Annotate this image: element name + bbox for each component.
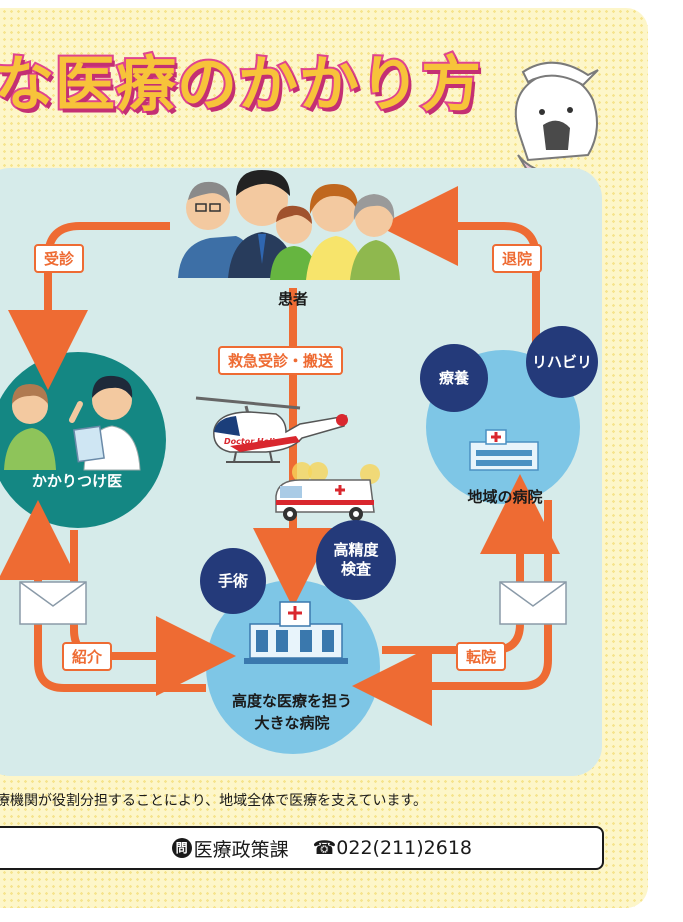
large-hospital-label-2: 大きな病院 xyxy=(254,714,330,732)
discharge-tag: 退院 xyxy=(492,244,543,273)
arrow-referral-back xyxy=(0,500,206,692)
doctor-illustration xyxy=(4,375,141,471)
consult-tag: 受診 xyxy=(34,244,85,273)
helicopter-label: Doctor Heli xyxy=(224,437,275,446)
phone-icon: ☎ xyxy=(312,837,337,859)
large-hospital-icon xyxy=(244,601,348,664)
regional-hospital-label: 地域の病院 xyxy=(467,488,543,506)
ambulance-icon xyxy=(275,462,380,521)
large-hospital-label-1: 高度な医療を担う xyxy=(231,692,352,710)
hospital-icon xyxy=(469,429,539,471)
inquiry-icon: 問 xyxy=(171,838,192,858)
transfer-tag: 転院 xyxy=(456,642,507,671)
recuperation-bubble: 療養 xyxy=(420,344,488,412)
surgery-bubble: 手術 xyxy=(200,548,266,614)
precision-exam-bubble: 高精度 検査 xyxy=(316,520,396,600)
referral-tag: 紹介 xyxy=(62,642,113,671)
page-title: な医療のかかり方 xyxy=(0,48,483,122)
rehab-bubble: リハビリ xyxy=(526,326,598,398)
family-doctor-label: かかりつけ医 xyxy=(31,472,123,490)
contact-box: 問 医療政策課 ☎ 022(211)2618 xyxy=(0,826,604,870)
arrow-referral-out xyxy=(70,530,236,696)
helicopter-icon: Doctor Heli xyxy=(195,396,348,463)
envelope-icon xyxy=(19,581,87,625)
patient-label: 患者 xyxy=(277,290,308,308)
department-name: 医療政策課 xyxy=(193,838,289,861)
envelope-icon-right xyxy=(499,581,567,625)
arrow-transfer-back xyxy=(352,500,552,726)
family-illustration xyxy=(178,170,400,280)
emergency-tag: 救急受診・搬送 xyxy=(218,346,344,375)
footer-note: 療機関が役割分担することにより、地域全体で医療を支えています。 xyxy=(0,793,428,809)
phone-number[interactable]: 022(211)2618 xyxy=(336,837,472,859)
